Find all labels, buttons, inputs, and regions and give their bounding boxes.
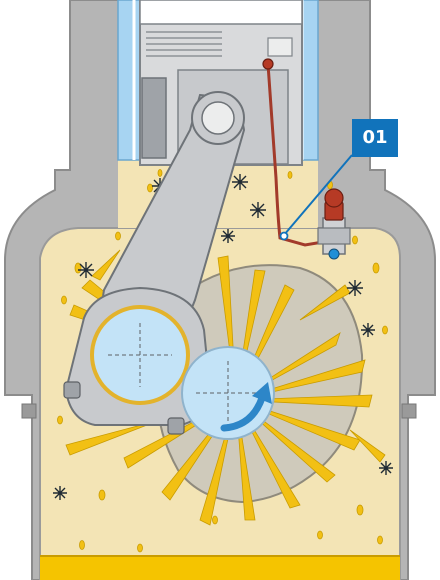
rotation-arrowhead <box>252 382 272 404</box>
cylinder-liner-left <box>117 0 141 161</box>
journal-center-mark <box>196 361 260 425</box>
callout-leader-dot <box>279 231 289 241</box>
rotation-arrow-icon <box>220 394 266 432</box>
piston-rings <box>146 31 222 57</box>
callout-badge-box <box>352 119 398 157</box>
oil-splash-icon <box>53 109 393 500</box>
callout-leader <box>283 154 353 236</box>
callout-badge[interactable]: 01 <box>362 127 388 148</box>
oil-drop-icon <box>57 151 388 553</box>
piston-pin <box>201 101 235 135</box>
flange-tab-left <box>21 403 37 419</box>
oil-sump <box>40 556 400 580</box>
rod-bolts <box>63 381 185 435</box>
oil-feed-tube <box>266 63 336 247</box>
pressure-valve <box>317 188 351 260</box>
bearing-center-mark <box>108 323 172 387</box>
oil-feed-nozzle <box>262 58 274 70</box>
flange-tab-right <box>401 403 417 419</box>
